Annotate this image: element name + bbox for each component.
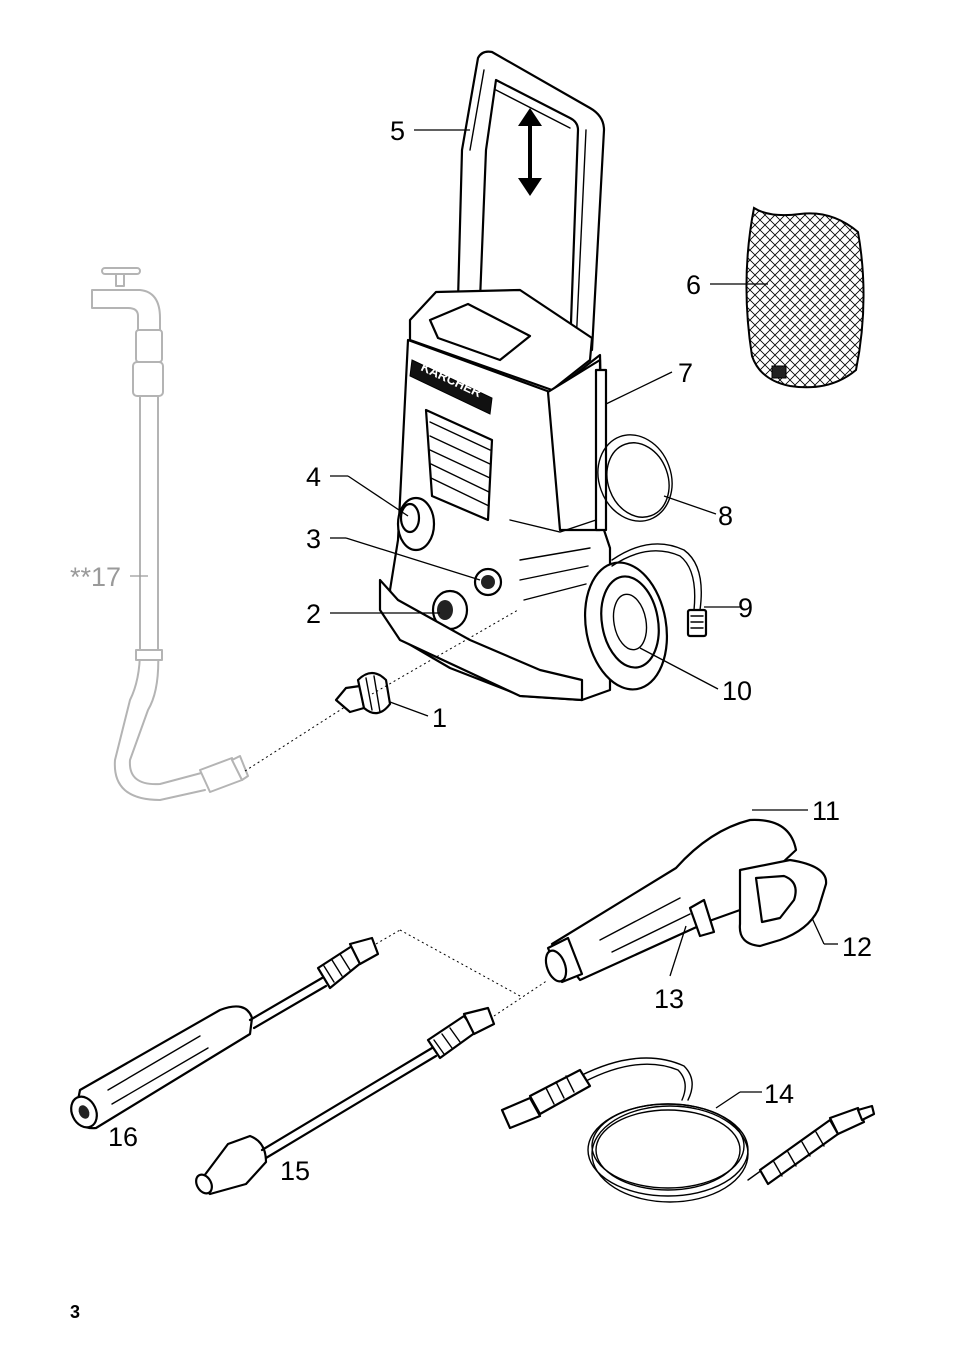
callout-7: 7 [678, 358, 693, 388]
hose-connection-guide [245, 705, 348, 771]
callout-1: 1 [432, 703, 447, 733]
lance-guide-line-c [494, 980, 548, 1016]
callout-2: 2 [306, 599, 321, 629]
callout-4: 4 [306, 462, 321, 492]
callout-12: 12 [842, 932, 872, 962]
filter-mesh-bag [746, 208, 863, 387]
callout-17: **17 [70, 562, 121, 592]
lance-guide-line-b [400, 930, 520, 996]
page-number: 3 [70, 1302, 80, 1323]
callout-5: 5 [390, 116, 405, 146]
vario-power-spray-lance [66, 938, 378, 1132]
callout-14: 14 [764, 1079, 794, 1109]
pressure-washer-body: KÄRCHER [380, 52, 706, 700]
handle-adjust-arrow-icon [518, 108, 542, 196]
callout-3: 3 [306, 524, 321, 554]
callout-8: 8 [718, 501, 733, 531]
high-pressure-hose [502, 1058, 874, 1202]
callout-6: 6 [686, 270, 701, 300]
coupling-part [336, 673, 390, 713]
callout-15: 15 [280, 1156, 310, 1186]
callout-11: 11 [812, 796, 840, 826]
callout-10: 10 [722, 676, 752, 706]
high-pressure-outlet [475, 569, 501, 595]
callout-9: 9 [738, 593, 753, 623]
callout-13: 13 [654, 984, 684, 1014]
callout-16: 16 [108, 1122, 138, 1152]
lance-guide-line-a [376, 930, 400, 944]
garden-hose-illustration [92, 268, 248, 800]
on-off-switch [398, 498, 434, 550]
spray-gun [542, 820, 826, 984]
